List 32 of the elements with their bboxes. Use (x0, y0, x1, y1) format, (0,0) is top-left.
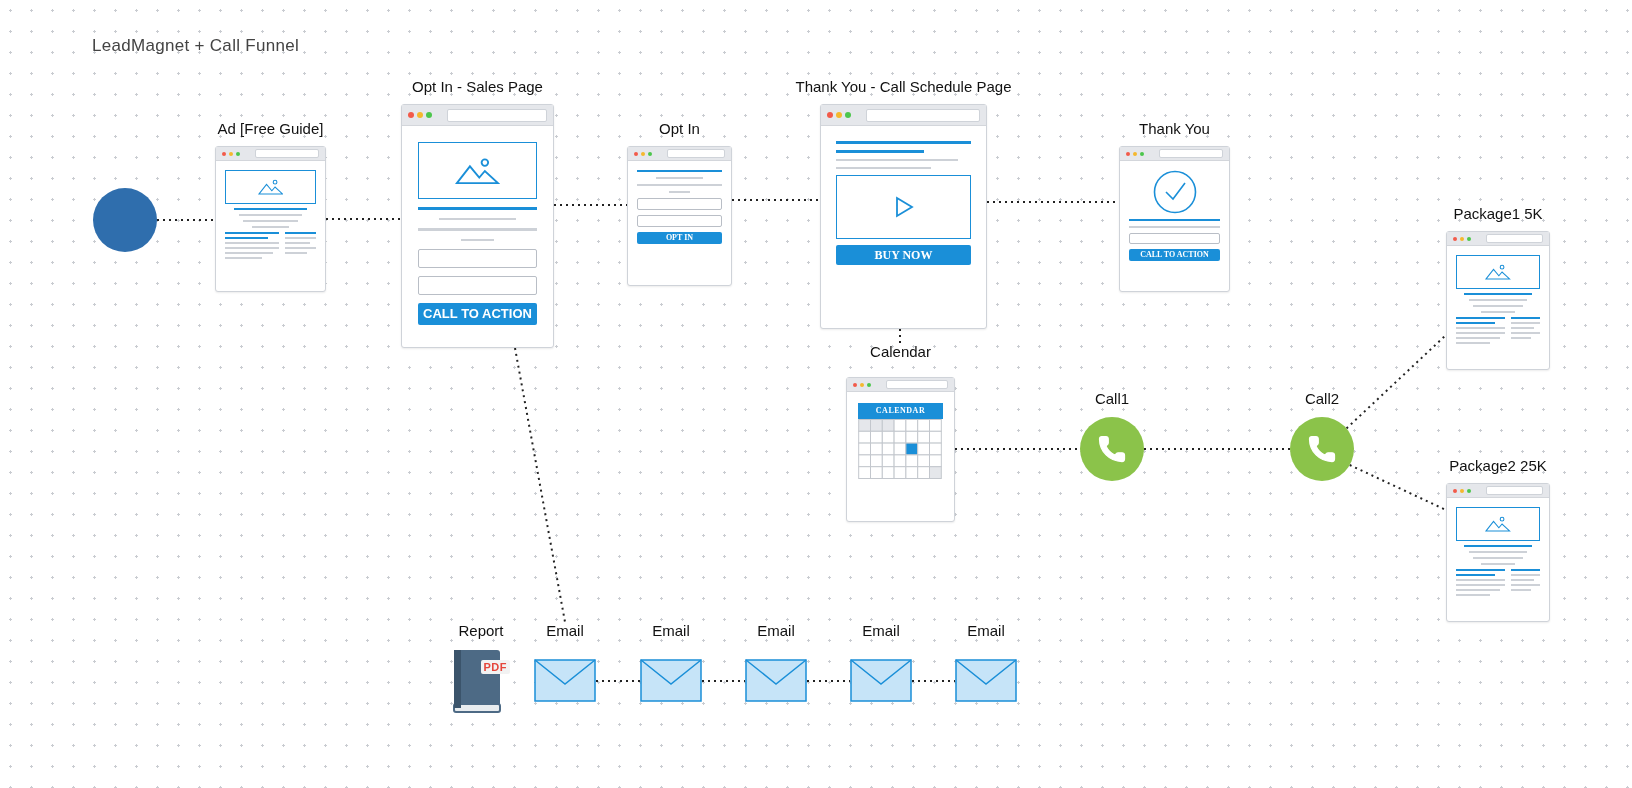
node-label: Email (967, 622, 1005, 641)
cta-button: CALL TO ACTION (1129, 249, 1220, 261)
cta-button: BUY NOW (836, 245, 971, 265)
node-label: Email (757, 622, 795, 641)
node-label: Report (458, 622, 504, 641)
dotted-connector (514, 347, 566, 623)
page-title: Thank You - Call Schedule Page (795, 78, 1012, 95)
dotted-connector (1348, 464, 1447, 511)
calendar-header: CALENDAR (858, 403, 943, 419)
dotted-connector (595, 680, 641, 682)
diagram-title: LeadMagnet + Call Funnel (92, 36, 300, 56)
page-title: Thank You (1139, 120, 1210, 137)
dotted-connector (325, 218, 402, 220)
page-title: Ad [Free Guide] (217, 120, 324, 137)
dotted-connector (156, 219, 216, 221)
node-label: Call1 (1094, 390, 1130, 407)
network-circle (93, 188, 157, 252)
cta-button: CALL TO ACTION (418, 303, 537, 325)
dotted-connector (731, 199, 821, 201)
page-title: Package1 5K (1453, 205, 1543, 222)
page-title: Opt In - Sales Page (412, 78, 543, 95)
dotted-connector (1143, 448, 1291, 450)
page-title: Opt In (659, 120, 700, 137)
node-label: Email (862, 622, 900, 641)
node-label: Call2 (1304, 390, 1340, 407)
node-label: Email (652, 622, 690, 641)
node-label: Email (546, 622, 584, 641)
dotted-connector (1345, 334, 1447, 430)
node-label: Calendar (870, 343, 931, 362)
dotted-connector (899, 328, 901, 344)
page-title: Package2 25K (1449, 457, 1547, 474)
cta-button: OPT IN (637, 232, 722, 244)
